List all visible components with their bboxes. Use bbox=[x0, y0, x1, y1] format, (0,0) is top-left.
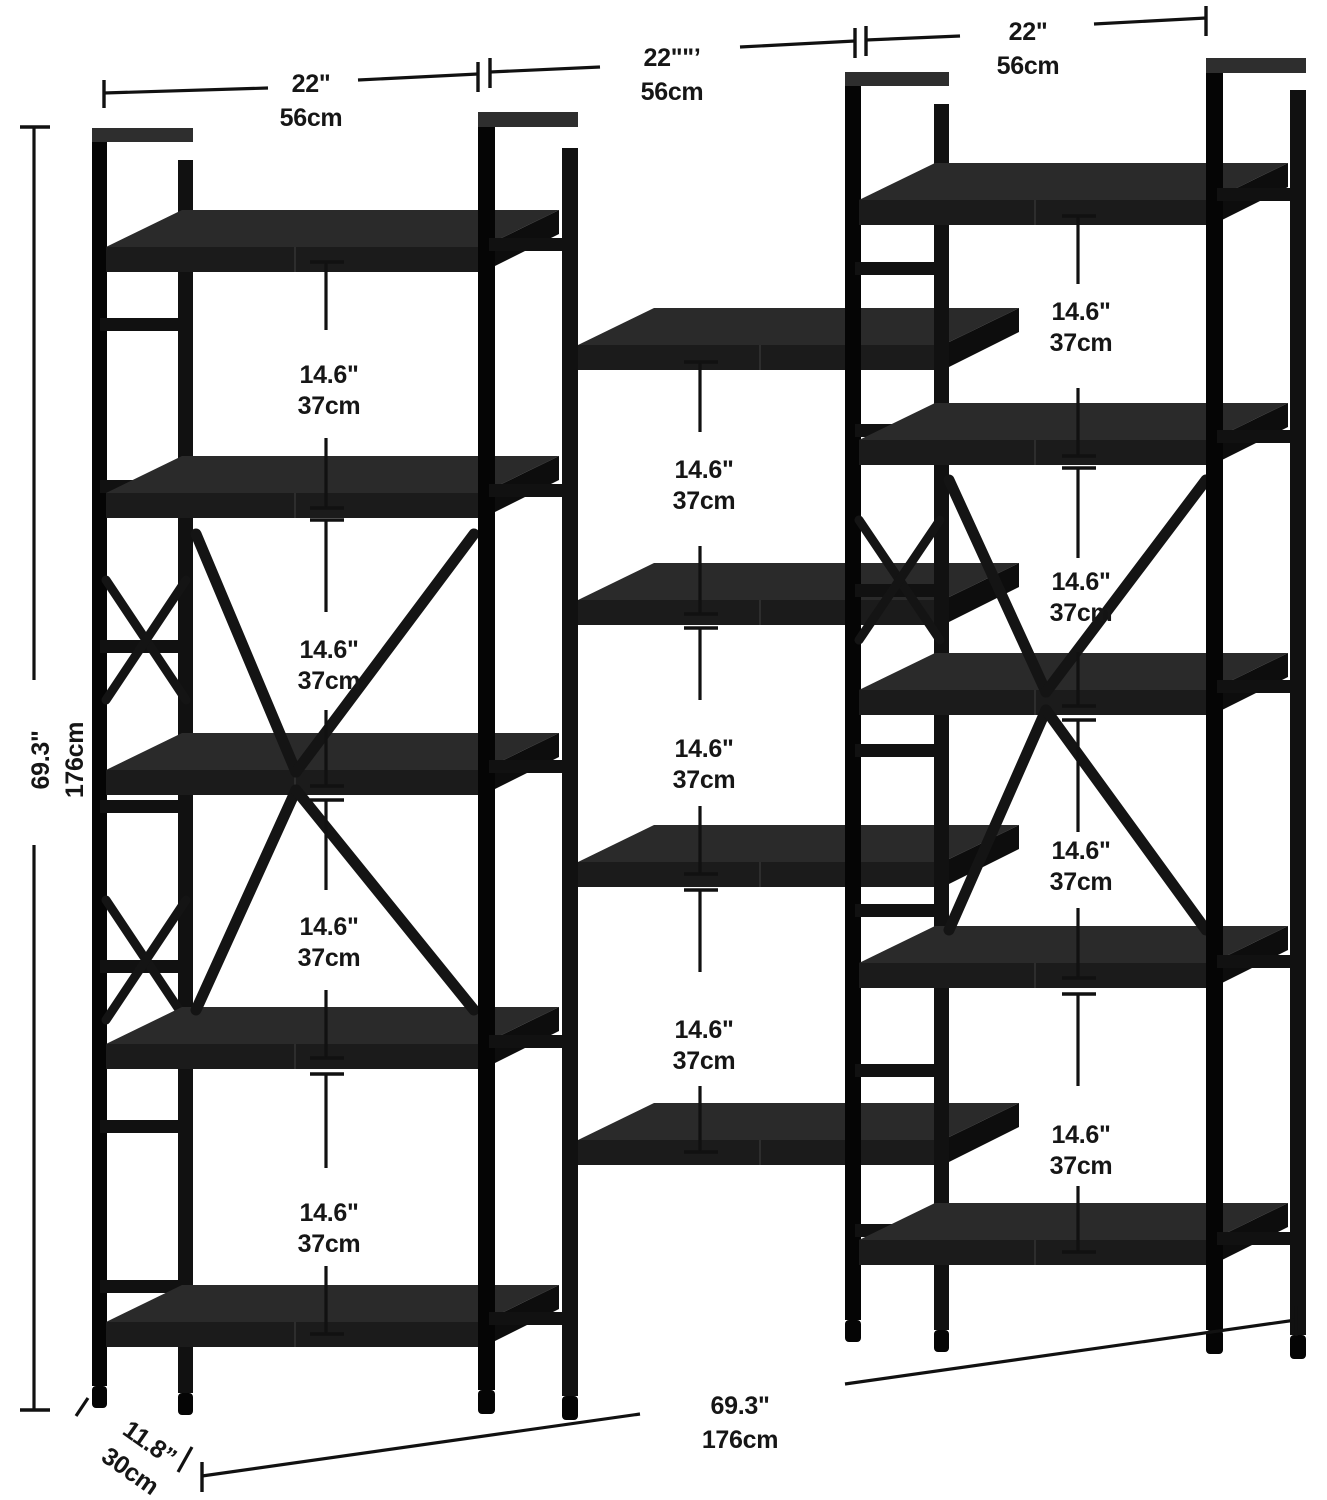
right-unit-front-frame bbox=[1206, 58, 1306, 1359]
left-unit-front-frame bbox=[478, 112, 578, 1420]
dim-label-right-gap-3-cm: 37cm bbox=[1050, 868, 1113, 896]
dim-height-overall bbox=[20, 125, 50, 1412]
shelf-board bbox=[106, 1285, 559, 1347]
dim-depth-bottom bbox=[74, 1397, 194, 1473]
shelf-board bbox=[106, 456, 559, 518]
dim-label-right-gap-3-inch: 14.6" bbox=[1051, 837, 1110, 865]
dim-label-left-gap-4-inch: 14.6" bbox=[299, 1199, 358, 1227]
dim-label-width-right-cm: 56cm bbox=[997, 52, 1060, 80]
dim-label-height-inch: 69.3" bbox=[27, 730, 55, 789]
dim-label-middle-gap-1-cm: 37cm bbox=[673, 487, 736, 515]
dim-label-middle-gap-3-inch: 14.6" bbox=[674, 1016, 733, 1044]
shelf-board bbox=[859, 163, 1288, 225]
dim-label-bottom-width-cm: 176cm bbox=[702, 1426, 778, 1454]
dim-label-left-gap-1-inch: 14.6" bbox=[299, 361, 358, 389]
shelf-board bbox=[859, 926, 1288, 988]
right-shelf-unit bbox=[845, 58, 1306, 1359]
shelf-board bbox=[578, 825, 1019, 887]
dim-label-width-middle-cm: 56cm bbox=[641, 78, 704, 106]
dim-label-right-gap-4-cm: 37cm bbox=[1050, 1152, 1113, 1180]
dim-width-overall-bottom bbox=[200, 1306, 1298, 1492]
dim-label-left-gap-3-inch: 14.6" bbox=[299, 913, 358, 941]
shelf-board bbox=[578, 308, 1019, 370]
shelf-board bbox=[106, 210, 559, 272]
left-unit-shelves bbox=[106, 210, 559, 1347]
left-shelf-unit bbox=[92, 112, 578, 1420]
dim-label-middle-gap-1-inch: 14.6" bbox=[674, 456, 733, 484]
dim-label-middle-gap-2-inch: 14.6" bbox=[674, 735, 733, 763]
dim-label-right-gap-2-cm: 37cm bbox=[1050, 599, 1113, 627]
dim-label-middle-gap-2-cm: 37cm bbox=[673, 766, 736, 794]
dim-label-width-middle-inch: 22""’ bbox=[644, 44, 701, 72]
shelf-board bbox=[578, 563, 1019, 625]
dim-label-right-gap-1-cm: 37cm bbox=[1050, 329, 1113, 357]
dim-label-middle-gap-3-cm: 37cm bbox=[673, 1047, 736, 1075]
dim-width-middle bbox=[488, 28, 857, 88]
shelf-board bbox=[859, 1203, 1288, 1265]
dim-label-left-gap-4-cm: 37cm bbox=[298, 1230, 361, 1258]
right-unit-cross-braces bbox=[943, 474, 1212, 936]
dim-label-height-cm: 176cm bbox=[61, 722, 89, 798]
shelf-gap-leaders bbox=[310, 214, 1096, 1336]
dim-label-right-gap-1-inch: 14.6" bbox=[1051, 298, 1110, 326]
dim-label-right-gap-2-inch: 14.6" bbox=[1051, 568, 1110, 596]
shelf-board bbox=[859, 653, 1288, 715]
dim-label-left-gap-2-inch: 14.6" bbox=[299, 636, 358, 664]
dim-label-width-left-inch: 22" bbox=[292, 70, 331, 98]
dim-label-left-gap-3-cm: 37cm bbox=[298, 944, 361, 972]
dim-label-width-right-inch: 22" bbox=[1009, 18, 1048, 46]
dim-width-left bbox=[102, 62, 480, 108]
dim-label-left-gap-1-cm: 37cm bbox=[298, 392, 361, 420]
dim-label-bottom-width-inch: 69.3" bbox=[710, 1392, 769, 1420]
dim-label-left-gap-2-cm: 37cm bbox=[298, 667, 361, 695]
shelf-board bbox=[578, 1103, 1019, 1165]
dim-width-right bbox=[864, 6, 1208, 56]
shelf-board bbox=[106, 733, 559, 795]
dim-label-right-gap-4-inch: 14.6" bbox=[1051, 1121, 1110, 1149]
dim-label-width-left-cm: 56cm bbox=[280, 104, 343, 132]
